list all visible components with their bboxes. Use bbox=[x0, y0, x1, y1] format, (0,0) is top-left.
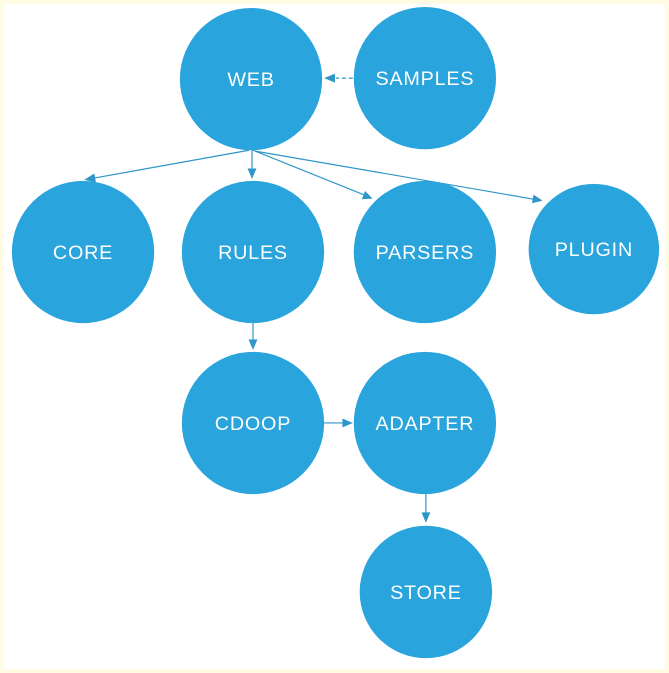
edge-line-web-core bbox=[94, 149, 250, 179]
edge-adapter-store bbox=[421, 494, 431, 523]
node-circle-web bbox=[179, 7, 323, 151]
node-circle-parsers bbox=[353, 180, 497, 324]
arrowhead-web-plugin bbox=[532, 194, 543, 204]
node-plugin: PLUGIN bbox=[528, 183, 660, 315]
node-label-samples: SAMPLES bbox=[375, 68, 474, 90]
edge-web-rules bbox=[247, 150, 257, 179]
arrowhead-web-rules bbox=[247, 168, 257, 179]
arrowhead-rules-cdoop bbox=[248, 339, 258, 350]
node-circle-core bbox=[11, 180, 155, 324]
edge-line-web-plugin bbox=[255, 150, 534, 200]
node-label-store: STORE bbox=[390, 582, 462, 604]
diagram-canvas: WEB SAMPLES CORE RULES PARSERS PLUGIN CD… bbox=[11, 6, 660, 659]
node-circle-adapter bbox=[353, 351, 497, 495]
node-label-adapter: ADAPTER bbox=[375, 413, 474, 435]
node-rules: RULES bbox=[181, 180, 325, 324]
node-circle-rules bbox=[181, 180, 325, 324]
node-parsers: PARSERS bbox=[353, 180, 497, 324]
node-cdoop: CDOOP bbox=[181, 351, 325, 495]
node-label-core: CORE bbox=[53, 242, 113, 264]
edge-samples-web bbox=[324, 73, 353, 83]
edge-cdoop-adapter bbox=[324, 418, 353, 428]
edge-rules-cdoop bbox=[248, 323, 258, 350]
node-circle-store bbox=[359, 525, 493, 659]
arrowhead-samples-web bbox=[324, 73, 335, 83]
node-circle-samples bbox=[353, 6, 497, 150]
arrowhead-web-core bbox=[84, 173, 96, 183]
node-web: WEB bbox=[179, 7, 323, 151]
node-label-rules: RULES bbox=[218, 242, 288, 264]
node-store: STORE bbox=[359, 525, 493, 659]
node-circle-plugin bbox=[528, 183, 660, 315]
edge-web-core bbox=[84, 149, 250, 183]
node-label-cdoop: CDOOP bbox=[215, 413, 291, 435]
node-adapter: ADAPTER bbox=[353, 351, 497, 495]
node-samples: SAMPLES bbox=[353, 6, 497, 150]
arrowhead-cdoop-adapter bbox=[342, 418, 353, 428]
arrowhead-web-parsers bbox=[361, 190, 373, 200]
arrowhead-adapter-store bbox=[421, 512, 431, 523]
node-label-plugin: PLUGIN bbox=[555, 239, 633, 261]
edge-line-web-parsers bbox=[252, 149, 364, 196]
node-circle-cdoop bbox=[181, 351, 325, 495]
edge-web-plugin bbox=[255, 150, 543, 204]
edge-web-parsers bbox=[252, 149, 373, 200]
node-label-parsers: PARSERS bbox=[376, 242, 474, 264]
node-core: CORE bbox=[11, 180, 155, 324]
node-label-web: WEB bbox=[227, 69, 274, 91]
